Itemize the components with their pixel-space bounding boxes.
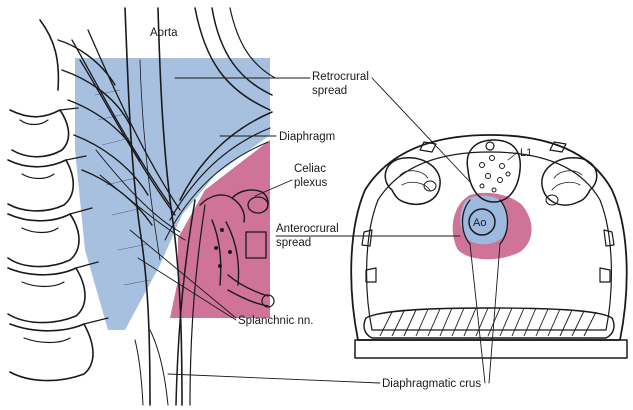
- ao-label: Ao: [473, 217, 486, 229]
- celiac-label-line1: Celiac: [294, 163, 326, 175]
- crus-leader-axial-a: [469, 243, 486, 384]
- axial-labels: L1 Ao: [275, 77, 532, 384]
- vertebral-column: [7, 19, 109, 382]
- axial-view: [350, 134, 628, 359]
- l1-label: L1: [520, 147, 532, 159]
- sagittal-view: [7, 7, 276, 406]
- celiac-plexus: [199, 189, 275, 308]
- axial-retrocrural-region: [460, 195, 508, 245]
- celiac-label-line2: plexus: [294, 177, 327, 189]
- diaphragm-label: Diaphragm: [279, 131, 335, 143]
- scanner-table: [354, 307, 628, 359]
- retrocrural-label-line1: Retrocrural: [312, 71, 369, 83]
- anterocrural-region: [170, 140, 270, 318]
- splanchnic-nerves: [71, 29, 186, 241]
- retrocrural-region: [75, 58, 270, 330]
- crus-leader-axial-b: [488, 243, 501, 384]
- l1-leader: [507, 151, 519, 161]
- body-wall-outer: [350, 134, 628, 341]
- crus-left: [461, 199, 471, 245]
- anterocrural-label-line1: Anterocrural: [276, 223, 339, 235]
- retrocrural-label-line2: spread: [312, 85, 347, 97]
- aorta-vessel: [124, 7, 183, 406]
- diaphragmatic-crus-label: Diaphragmatic crus: [382, 378, 481, 390]
- kidney-left: [384, 157, 441, 206]
- crus-right: [499, 199, 509, 245]
- diaphragm-muscle: [164, 7, 276, 406]
- axial-ribs: [361, 141, 615, 283]
- splanchnic-leader-a: [129, 229, 237, 319]
- splanchnic-label: Splanchnic nn.: [238, 315, 313, 327]
- crus-leader-left: [167, 373, 381, 384]
- splanchnic-leader-b: [137, 257, 237, 321]
- axial-aorta: [468, 208, 496, 236]
- kidney-right: [541, 157, 598, 206]
- anterocrural-label-line2: spread: [276, 237, 311, 249]
- sagittal-labels: Aorta Retrocrural spread Diaphragm Celia…: [129, 27, 481, 390]
- celiac-leader: [254, 179, 293, 197]
- tissue-hatching: [94, 89, 151, 286]
- aorta-label: Aorta: [150, 27, 178, 39]
- retrocrural-axial-leader: [371, 77, 471, 183]
- l1-vertebra: [466, 139, 521, 203]
